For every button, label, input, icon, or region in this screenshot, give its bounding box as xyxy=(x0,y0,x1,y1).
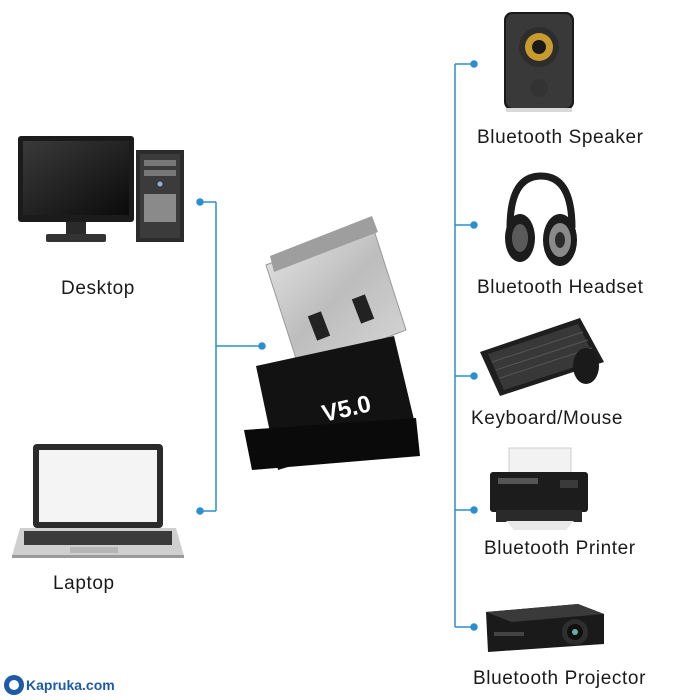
watermark: Kapruka.com xyxy=(2,672,132,698)
watermark-text: Kapruka.com xyxy=(26,677,115,693)
printer-icon xyxy=(490,447,588,530)
laptop-icon xyxy=(12,444,184,558)
speaker-label: Bluetooth Speaker xyxy=(477,127,644,148)
headset-icon xyxy=(505,172,577,266)
left-connector-lines xyxy=(196,198,266,515)
keyboard-mouse-label: Keyboard/Mouse xyxy=(471,408,624,429)
watermark-logo-icon xyxy=(4,675,24,695)
projector-label: Bluetooth Projector xyxy=(473,668,646,689)
headset-label: Bluetooth Headset xyxy=(477,277,644,298)
right-connector-lines xyxy=(454,60,478,631)
keyboard-mouse-icon xyxy=(480,318,604,396)
desktop-computer-icon xyxy=(18,136,184,242)
projector-icon xyxy=(486,604,604,652)
laptop-label: Laptop xyxy=(53,573,115,594)
speaker-icon xyxy=(504,12,574,112)
desktop-label: Desktop xyxy=(61,278,135,299)
usb-bluetooth-adapter xyxy=(244,216,420,470)
printer-label: Bluetooth Printer xyxy=(484,538,636,559)
